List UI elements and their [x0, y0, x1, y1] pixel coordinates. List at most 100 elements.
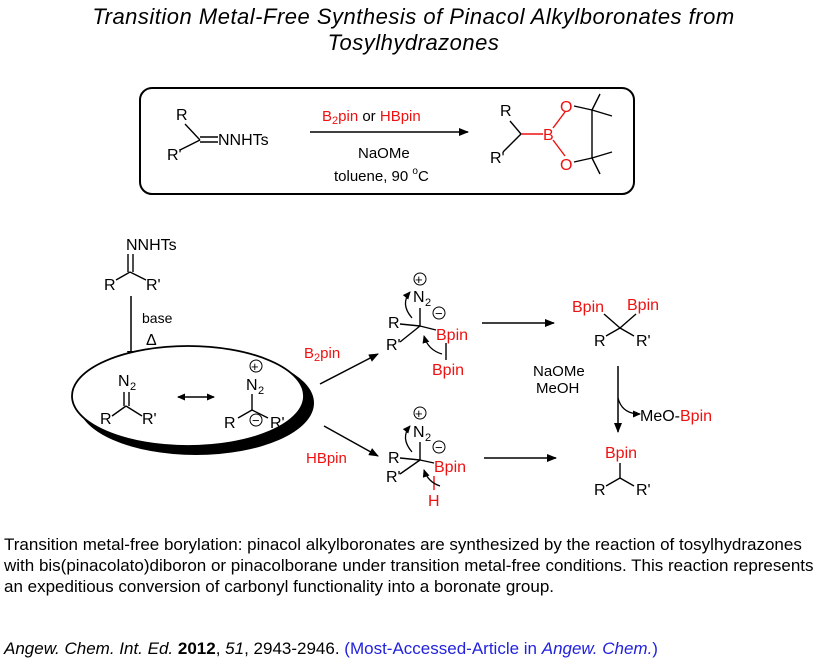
diazo-compound: N 2 R R' [100, 373, 157, 428]
bond [619, 477, 635, 487]
bond [184, 123, 201, 141]
bpin-label: Bpin [432, 362, 464, 379]
label-nnhts: NNHTs [218, 132, 269, 149]
bond [399, 325, 421, 343]
label-r: R [100, 411, 112, 428]
condition-naome: NaOMe [358, 145, 410, 162]
reagent-hbpin: HBpin [380, 108, 421, 125]
reagent-b2pin2-sub: 2 [332, 115, 338, 127]
label-r: R [594, 482, 606, 499]
oxygen-atom: O [560, 157, 572, 174]
bond [502, 133, 522, 153]
arrow-to-b2pin2-path [319, 353, 379, 385]
label-n-sub: 2 [425, 432, 431, 444]
electron-arrow [402, 425, 413, 453]
label-r: R [176, 107, 188, 124]
bond [399, 323, 421, 327]
meoh-label: MeOH [536, 380, 579, 397]
reagents-label: B2pin or HBpin [322, 108, 421, 127]
condition-solvent-temp: toluene, 90 oC [334, 166, 429, 185]
page-title: Transition Metal-Free Synthesis of Pinac… [0, 4, 827, 56]
bond [237, 409, 253, 419]
label-r-prime: R' [270, 415, 285, 432]
mechanism-hydrazone: NNHTs R R' [104, 237, 177, 294]
reagent-b2pin2-label: B2pin [304, 345, 340, 364]
label-r-prime: R' [146, 277, 161, 294]
label-r-prime: R' [490, 150, 505, 167]
hbpin-intermediate: + N 2 − R R' Bpin H [386, 406, 466, 510]
citation-year: 2012 [177, 639, 216, 658]
plus-sign: + [415, 406, 423, 421]
bpin-label: Bpin [434, 459, 466, 476]
label-n-sub: 2 [425, 297, 431, 309]
plus-sign: + [251, 359, 259, 374]
ring-bond [552, 111, 566, 129]
bond [605, 327, 621, 337]
bond [605, 477, 621, 487]
bond [419, 459, 435, 464]
minus-sign: − [435, 306, 443, 321]
bond [115, 271, 131, 281]
oxygen-atom: O [560, 99, 572, 116]
methyl-bond [591, 109, 613, 117]
label-n: N [413, 424, 425, 441]
label-n: N [118, 373, 130, 390]
citation-volume: 51 [225, 639, 245, 658]
ring-bond [573, 105, 593, 111]
electron-arrow [422, 335, 443, 355]
minus-sign: − [252, 413, 260, 428]
bpin-label: Bpin [436, 327, 468, 344]
ring-bond [552, 139, 566, 157]
title-line-1: Transition Metal-Free Synthesis of Pinac… [92, 4, 735, 29]
b2pin2-intermediate: + N 2 − R R' Bpin Bpin [386, 272, 468, 379]
bond [399, 459, 421, 475]
base-label: base [142, 310, 173, 326]
tosylhydrazone-reactant: R R' NNHTs [167, 107, 269, 164]
citation-journal: Angew. Chem. Int. Ed. [4, 639, 174, 658]
bond [125, 405, 143, 417]
bond [399, 457, 421, 461]
plus-sign: + [415, 272, 423, 287]
bond [179, 139, 201, 151]
reagent-b2pin2: B [322, 108, 332, 125]
minus-charge [432, 306, 446, 320]
plus-charge [413, 272, 427, 286]
naome-label: NaOMe [533, 363, 585, 380]
methyl-bond [591, 151, 613, 159]
arrow-to-hbpin-path [323, 425, 379, 457]
alkylboronate-final: Bpin R R' [594, 445, 651, 499]
most-accessed-note: (Most-Accessed-Article in Angew. Chem.) [344, 639, 658, 658]
bond [111, 405, 127, 417]
label-r-prime: R' [142, 411, 157, 428]
minus-charge [249, 413, 263, 427]
plus-charge [249, 359, 263, 373]
title-line-2: Tosylhydrazones [327, 30, 500, 55]
description-paragraph: Transition metal-free borylation: pinaco… [4, 535, 814, 596]
bond [251, 409, 269, 419]
ring-bond [573, 157, 593, 163]
alkylboronate-product: R R' B O O [490, 93, 613, 175]
label-r: R [224, 415, 236, 432]
label-r-prime: R' [386, 337, 401, 354]
bond [603, 313, 621, 329]
bond [619, 313, 637, 329]
methyl-bond [591, 93, 601, 111]
label-nnhts: NNHTs [126, 237, 177, 254]
meo-bpin-byproduct: MeO-Bpin [640, 408, 712, 425]
electron-arrow [402, 291, 413, 319]
gem-diboryl-product: Bpin Bpin R R' [572, 297, 659, 350]
bond [419, 325, 437, 331]
curved-arrow-byproduct [617, 397, 641, 418]
bpin-label: Bpin [605, 445, 637, 462]
diazonium-ylide: + N 2 R − R' [224, 359, 285, 432]
electron-arrow [422, 469, 441, 487]
plus-charge [413, 406, 427, 420]
label-r-prime: R' [636, 333, 651, 350]
label-r-prime: R' [386, 469, 401, 486]
minus-sign: − [435, 440, 443, 455]
bond [129, 271, 147, 281]
label-r: R [388, 450, 400, 467]
label-r-prime: R' [636, 482, 651, 499]
label-n: N [413, 289, 425, 306]
boron-atom: B [543, 127, 554, 144]
